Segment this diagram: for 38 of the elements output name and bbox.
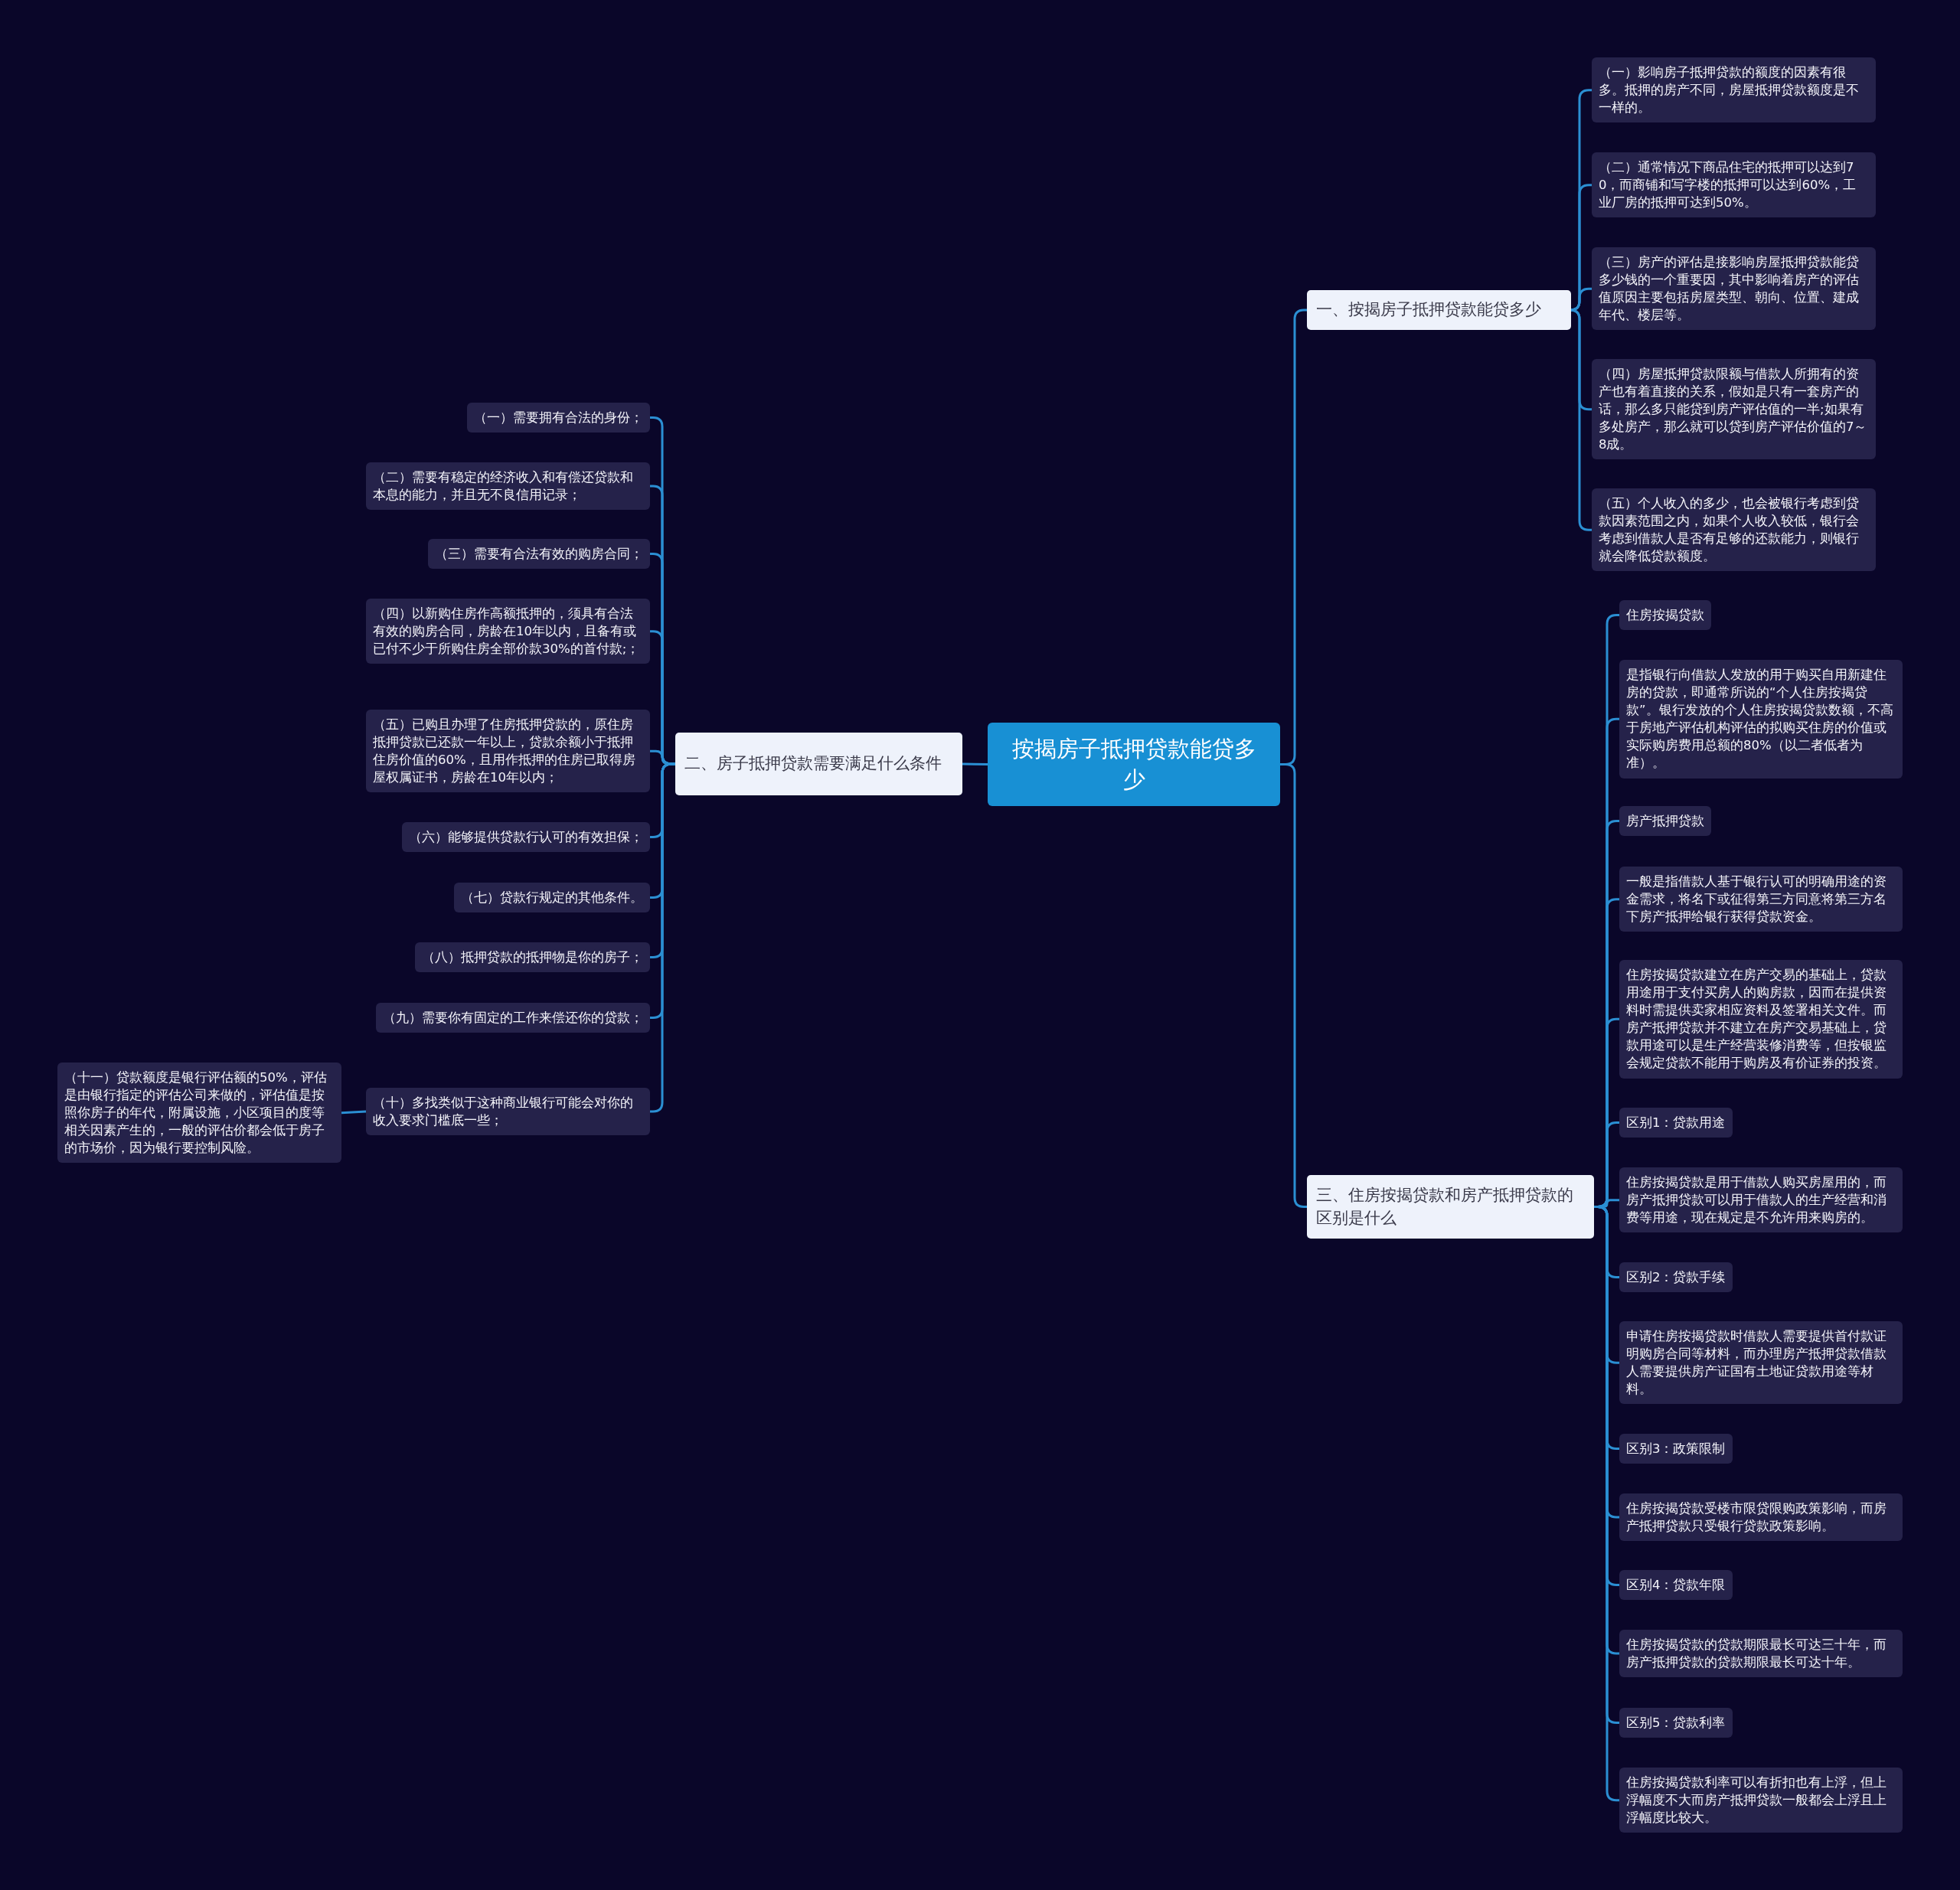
branch-topic-box: 三、住房按揭贷款和房产抵押贷款的区别是什么 — [1307, 1175, 1594, 1239]
subtopic-box: 申请住房按揭贷款时借款人需要提供首付款证明购房合同等材料，而办理房产抵押贷款借款人需要提供房产证国有土地证贷款用途等材料。 — [1619, 1321, 1903, 1405]
subtopic-box: （六）能够提供贷款行认可的有效担保； — [402, 822, 650, 853]
subtopic-box: （五）个人收入的多少，也会被银行考虑到贷款因素范围之内，如果个人收入较低，银行会考虑到借款人是否有足够的还款能力，则银行就会降低贷款额度。 — [1592, 488, 1876, 572]
subtopic-box: 是指银行向借款人发放的用于购买自用新建住房的贷款，即通常所说的“个人住房按揭贷款”。银行发放的个人住房按揭贷款数额，不高于房地产评估机构评估的拟购买住房的价值或实际购房费用总额的80%（以二者低者为准）。 — [1619, 660, 1903, 779]
subtopic-box: 房产抵押贷款 — [1619, 806, 1711, 837]
central-topic-box: 按揭房子抵押贷款能贷多少 — [988, 723, 1280, 806]
subtopic-box: 住房按揭贷款 — [1619, 600, 1711, 631]
subtopic-box: 区别1：贷款用途 — [1619, 1108, 1733, 1138]
branch-topic-box: 二、房子抵押贷款需要满足什么条件 — [675, 733, 962, 795]
subtopic-box: （八）抵押贷款的抵押物是你的房子； — [415, 942, 650, 973]
subtopic-box: 住房按揭贷款是用于借款人购买房屋用的，而房产抵押贷款可以用于借款人的生产经营和消费等用途，现在规定是不允许用来购房的。 — [1619, 1167, 1903, 1233]
subtopic-box: （四）房屋抵押贷款限额与借款人所拥有的资产也有着直接的关系，假如是只有一套房产的话，那么多只能贷到房产评估值的一半;如果有多处房产，那么就可以贷到房产评估价值的7～8成。 — [1592, 359, 1876, 460]
connector-line — [341, 1110, 367, 1115]
subtopic-box: （二）通常情况下商品住宅的抵押可以达到70，而商铺和写字楼的抵押可以达到60%，工业厂房的抵押可达到50%。 — [1592, 152, 1876, 218]
subtopic-box: （十一）贷款额度是银行评估额的50%，评估是由银行指定的评估公司来做的，评估值是按照你房子的年代，附属设施，小区项目的度等相关因素产生的，一般的评估价都会低于房子的市场价，因为银行要控制风险。 — [57, 1063, 341, 1164]
subtopic-box: 区别5：贷款利率 — [1619, 1708, 1733, 1738]
branch-topic-box: 一、按揭房子抵押贷款能贷多少 — [1307, 290, 1571, 330]
subtopic-box: （四）以新购住房作高额抵押的，须具有合法有效的购房合同，房龄在10年以内，且备有或已付不少于所购住房全部价款30%的首付款;； — [366, 599, 650, 664]
subtopic-box: 区别3：政策限制 — [1619, 1434, 1733, 1464]
subtopic-box: 住房按揭贷款受楼市限贷限购政策影响，而房产抵押贷款只受银行贷款政策影响。 — [1619, 1493, 1903, 1542]
subtopic-box: （九）需要你有固定的工作来偿还你的贷款； — [376, 1003, 650, 1033]
subtopic-box: 住房按揭贷款建立在房产交易的基础上，贷款用途用于支付买房人的购房款，因而在提供资料时需提供卖家相应资料及签署相关文件。而房产抵押贷款并不建立在房产交易基础上，贷款用途可以是生产经营装修消费等，但按银监会规定贷款不能用于购房及有价证券的投资。 — [1619, 960, 1903, 1079]
subtopic-box: （十）多找类似于这种商业银行可能会对你的收入要求门槛底一些； — [366, 1088, 650, 1136]
subtopic-box: （五）已购且办理了住房抵押贷款的，原住房抵押贷款已还款一年以上，贷款余额小于抵押住房价值的60%，且用作抵押的住房已取得房屋权属证书，房龄在10年以内； — [366, 710, 650, 793]
subtopic-box: 区别2：贷款手续 — [1619, 1262, 1733, 1293]
subtopic-box: 住房按揭贷款的贷款期限最长可达三十年，而房产抵押贷款的贷款期限最长可达十年。 — [1619, 1630, 1903, 1678]
subtopic-box: （七）贷款行规定的其他条件。 — [454, 883, 650, 913]
connector-line — [650, 762, 675, 1113]
subtopic-box: 一般是指借款人基于银行认可的明确用途的资金需求，将名下或征得第三方同意将第三方名下房产抵押给银行获得贷款资金。 — [1619, 867, 1903, 932]
subtopic-box: （三）需要有合法有效的购房合同； — [428, 539, 650, 570]
connector-line — [962, 762, 988, 765]
subtopic-box: （三）房产的评估是接影响房屋抵押贷款能贷多少钱的一个重要因，其中影响着房产的评估值原因主要包括房屋类型、朝向、位置、建成年代、楼层等。 — [1592, 247, 1876, 331]
subtopic-box: 住房按揭贷款利率可以有折扣也有上浮，但上浮幅度不大而房产抵押贷款一般都会上浮且上浮幅度比较大。 — [1619, 1768, 1903, 1833]
subtopic-box: （一）需要拥有合法的身份； — [467, 403, 650, 433]
subtopic-box: （一）影响房子抵押贷款的额度的因素有很多。抵押的房产不同，房屋抵押贷款额度是不一样的。 — [1592, 57, 1876, 123]
subtopic-box: 区别4：贷款年限 — [1619, 1570, 1733, 1601]
subtopic-box: （二）需要有稳定的经济收入和有偿还贷款和本息的能力，并且无不良信用记录； — [366, 462, 650, 511]
